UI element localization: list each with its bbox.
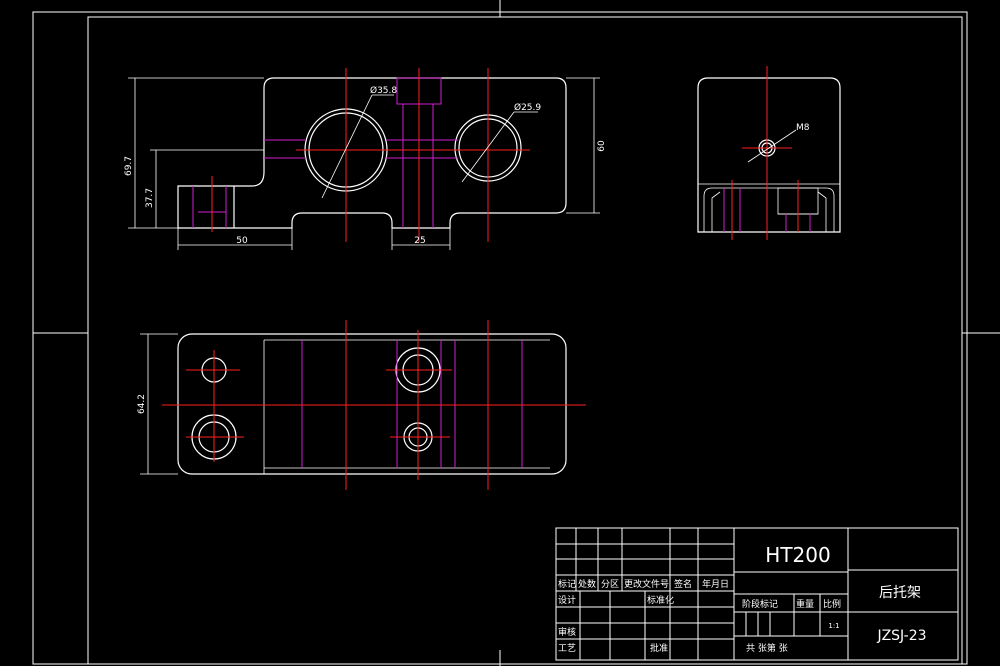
top-view-hidden-lines [301, 340, 523, 468]
dim-height-total: 69.7 [124, 156, 134, 176]
header-count: 处数 [578, 578, 596, 590]
side-view-outline [697, 77, 841, 233]
row-approve: 批准 [650, 642, 668, 654]
weight-label: 重量 [796, 598, 814, 610]
title-block-text: HT200 后托架 JZSJ-23 标记 处数 分区 更改文件号 签名 年月日 … [558, 543, 927, 654]
top-view-centerlines [162, 320, 586, 490]
scale-label: 比例 [823, 598, 841, 610]
header-signature: 签名 [674, 578, 692, 590]
front-view-dimension-lines [128, 77, 600, 250]
top-view-outline [177, 333, 567, 475]
row-standardize: 标准化 [647, 594, 674, 606]
front-view-outline [177, 77, 567, 229]
sheet-border [32, 0, 1000, 666]
front-view-centerlines [211, 68, 530, 242]
header-date: 年月日 [702, 578, 729, 590]
front-view: 69.7 37.7 50 25 60 Ø35.8 Ø25.9 [124, 68, 607, 250]
top-view: 64.2 [137, 320, 586, 490]
header-mark: 标记 [558, 578, 576, 590]
stage-mark: 阶段标记 [742, 598, 778, 610]
side-view-centerlines [731, 66, 799, 240]
top-view-dimension-lines [140, 333, 178, 475]
dim-width-slot: 25 [414, 236, 425, 246]
dia-right-label: Ø25.9 [514, 102, 541, 113]
scale-value: 1:1 [828, 622, 839, 630]
side-view-hidden-lines [723, 188, 811, 232]
dim-height-left: 37.7 [145, 188, 155, 208]
sheets-label: 共 张第 张 [746, 642, 788, 654]
material: HT200 [765, 543, 830, 567]
thread-leader [747, 129, 797, 163]
dim-height-right: 60 [597, 140, 607, 152]
part-name: 后托架 [879, 585, 921, 601]
header-zone: 分区 [601, 579, 619, 590]
row-process: 工艺 [558, 643, 576, 654]
drawing-number: JZSJ-23 [876, 628, 926, 644]
dia-left-label: Ø35.8 [370, 85, 397, 96]
dim-width-left: 50 [236, 236, 248, 246]
dim-height-top: 64.2 [137, 394, 147, 414]
row-review: 审核 [558, 626, 576, 638]
header-change-doc: 更改文件号 [624, 578, 669, 590]
row-design: 设计 [558, 594, 576, 606]
thread-label: M8 [796, 123, 810, 133]
front-view-hidden-lines [192, 77, 458, 228]
title-block [555, 527, 959, 661]
side-view: M8 [697, 66, 841, 240]
